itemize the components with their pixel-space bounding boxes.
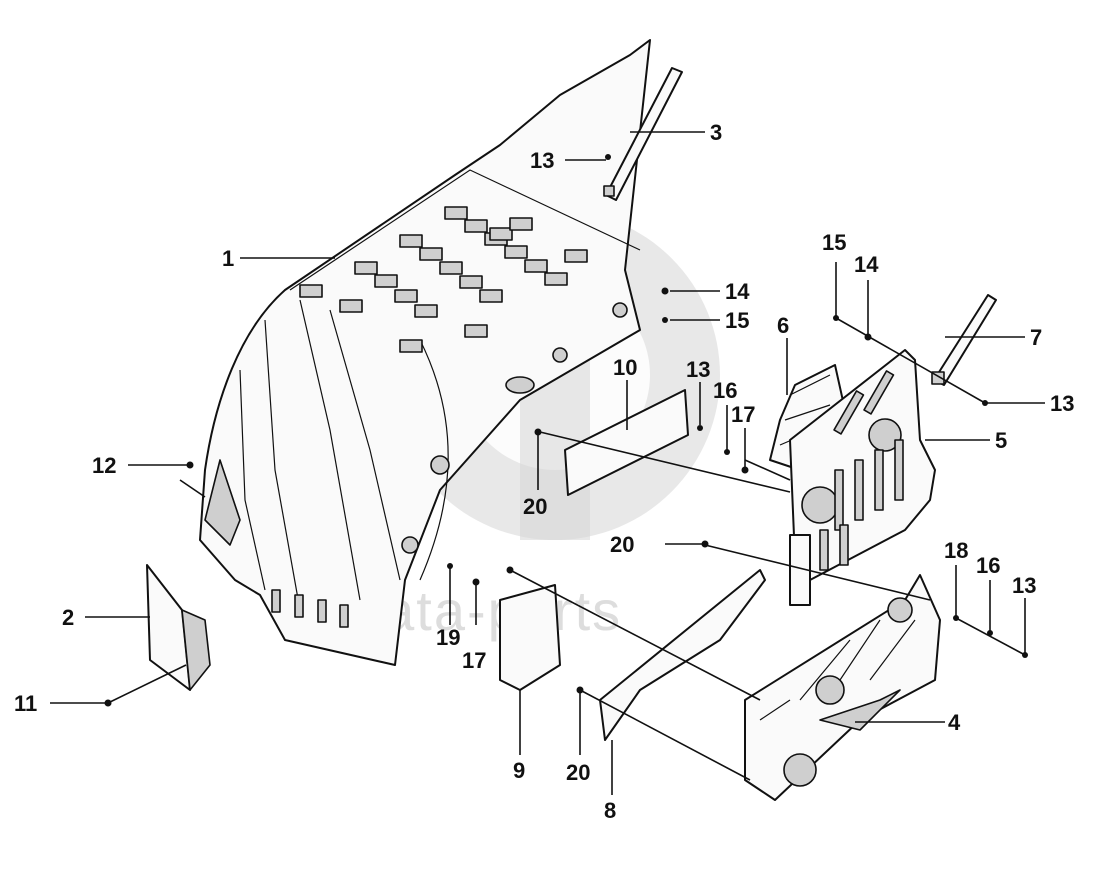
fender-vent-grid: [299, 206, 588, 353]
callout-1: 1: [222, 246, 234, 271]
washer-14: [661, 287, 669, 295]
callout-5: 5: [995, 428, 1007, 453]
fender-mount-boss: [430, 455, 450, 475]
fender-mount-boss: [612, 302, 628, 318]
callout-16-bottom: 16: [976, 553, 1000, 578]
bolt-12: [186, 461, 194, 469]
callout-16-mid: 16: [713, 378, 737, 403]
washer-17: [741, 466, 749, 474]
part-7-stay: [931, 294, 997, 386]
callout-20-bottom: 20: [566, 760, 590, 785]
fender-mount-boss: [505, 376, 535, 394]
callout-19: 19: [436, 625, 460, 650]
part-2-mud-flap: [146, 564, 211, 691]
leader-lines: [50, 131, 1045, 795]
fender-mount-boss: [552, 347, 568, 363]
bolt-13: [697, 425, 703, 431]
part-1-fender: [199, 39, 651, 666]
callout-2: 2: [62, 605, 74, 630]
fender-mount-boss: [401, 536, 419, 554]
fasteners: [104, 154, 1028, 707]
washer-16: [987, 630, 993, 636]
bolt-13: [1022, 652, 1028, 658]
callout-6: 6: [777, 313, 789, 338]
washer-14: [864, 333, 872, 341]
callout-20-mid: 20: [610, 532, 634, 557]
callout-15-right: 15: [822, 230, 846, 255]
callout-8: 8: [604, 798, 616, 823]
part-3-bracket: [603, 67, 683, 201]
callout-labels: 1 2 3 4 5 6 7 8 9 10 11 12 13 13 13 13 1…: [14, 120, 1074, 823]
part-4-lower-shield: [744, 574, 941, 801]
washer-17: [472, 578, 480, 586]
callout-4: 4: [948, 710, 961, 735]
callout-10: 10: [613, 355, 637, 380]
callout-15-left: 15: [725, 308, 749, 333]
bolt-19: [447, 563, 453, 569]
bolt-13: [982, 400, 988, 406]
bolt-20: [534, 428, 542, 436]
bolt-20: [506, 566, 514, 574]
callout-7: 7: [1030, 325, 1042, 350]
callout-18: 18: [944, 538, 968, 563]
nut-15: [662, 317, 668, 323]
side-panel-slots: [819, 370, 904, 571]
bolt-20: [576, 686, 584, 694]
callout-13-bottom: 13: [1012, 573, 1036, 598]
callout-11: 11: [14, 691, 37, 716]
callout-17-bottom: 17: [462, 648, 486, 673]
nut-15: [833, 315, 839, 321]
part-8-rear-flap: [599, 569, 766, 741]
callout-20-top: 20: [523, 494, 547, 519]
fender-lower-slots: [271, 589, 349, 628]
bolt-11: [104, 699, 112, 707]
callout-13-right: 13: [1050, 391, 1074, 416]
part-5-side-panel: [789, 349, 936, 606]
callout-17-mid: 17: [731, 402, 755, 427]
part-10-flap: [564, 389, 689, 496]
callout-13-mid: 13: [686, 357, 710, 382]
callout-14-left: 14: [725, 279, 750, 304]
callout-9: 9: [513, 758, 525, 783]
part-9-plate: [499, 584, 561, 691]
bolt-20: [701, 540, 709, 548]
callout-12: 12: [92, 453, 116, 478]
bolt-13: [605, 154, 611, 160]
washer-16: [724, 449, 730, 455]
callout-3: 3: [710, 120, 722, 145]
callout-13-top: 13: [530, 148, 554, 173]
callout-14-right: 14: [854, 252, 879, 277]
nut-18: [953, 615, 959, 621]
